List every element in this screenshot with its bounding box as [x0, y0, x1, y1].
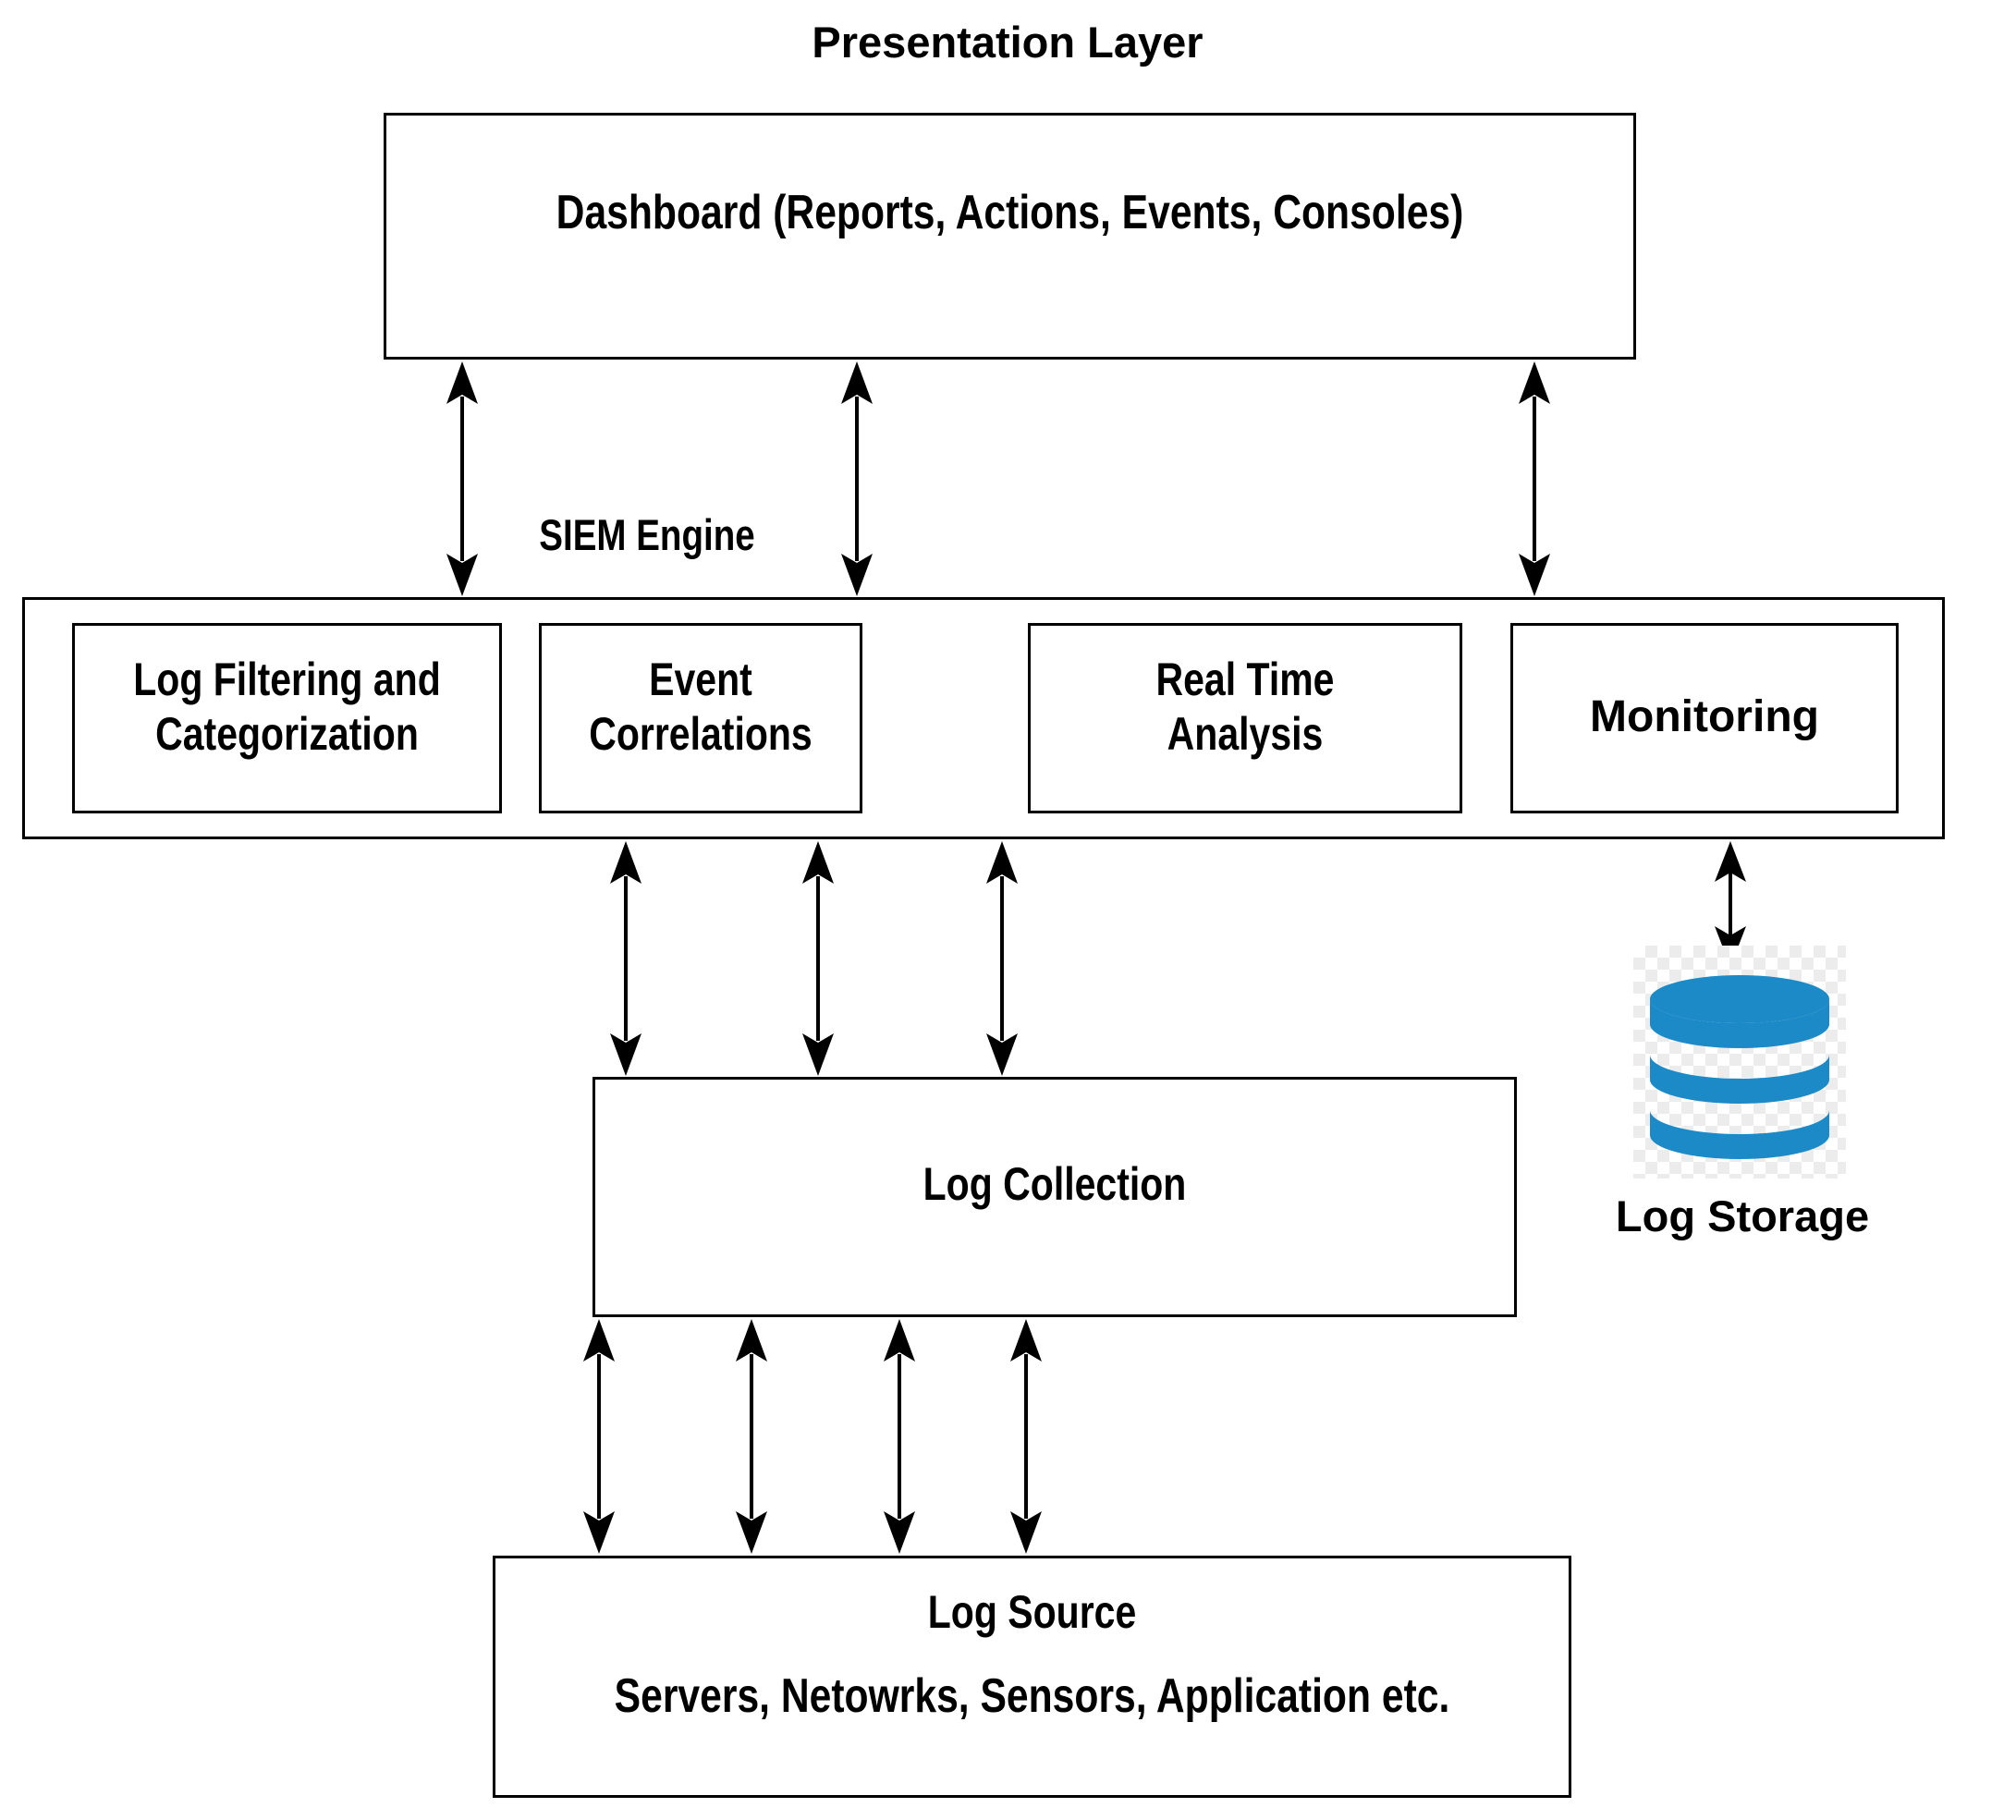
connector-logcollection-logsource-4 — [1008, 1317, 1045, 1556]
siem-module-real-time-analysis — [1028, 623, 1462, 813]
log-source-title: Log Source — [927, 1586, 1137, 1638]
log-source-box — [493, 1556, 1571, 1798]
dashboard-label: Dashboard (Reports, Actions, Events, Con… — [556, 186, 1464, 239]
siem-module-label-real-time-analysis: Real Time Analysis — [1155, 653, 1335, 760]
connector-logcollection-logsource-1 — [580, 1317, 617, 1556]
page-title: Presentation Layer — [812, 18, 1203, 67]
connector-dashboard-siem-3 — [1516, 360, 1553, 598]
siem-module-label-monitoring: Monitoring — [1590, 692, 1819, 741]
log-storage-label: Log Storage — [1615, 1191, 1870, 1240]
log-collection-label: Log Collection — [922, 1158, 1187, 1210]
siem-module-log-filtering-and-categorization — [72, 623, 502, 813]
connector-dashboard-siem-2 — [838, 360, 875, 598]
siem-engine-label: SIEM Engine — [539, 510, 755, 559]
siem-module-label-log-filtering-and-categorization: Log Filtering and Categorization — [133, 653, 441, 760]
connector-siem-logcollection-3 — [984, 839, 1020, 1078]
siem-module-label-event-correlations: Event Correlations — [589, 653, 813, 760]
log-collection-box — [593, 1077, 1517, 1317]
connector-logcollection-logsource-3 — [881, 1317, 918, 1556]
connector-dashboard-siem-1 — [444, 360, 481, 598]
dashboard-box — [384, 113, 1636, 360]
connector-siem-logcollection-2 — [800, 839, 837, 1078]
siem-module-event-correlations — [539, 623, 862, 813]
log-storage-icon-wrap — [1633, 946, 1846, 1179]
connector-siem-logcollection-1 — [607, 839, 644, 1078]
database-cylinder-icon — [1650, 975, 1829, 1159]
siem-module-monitoring — [1510, 623, 1899, 813]
log-source-detail: Servers, Netowrks, Sensors, Application … — [614, 1669, 1450, 1723]
connector-logcollection-logsource-2 — [733, 1317, 770, 1556]
